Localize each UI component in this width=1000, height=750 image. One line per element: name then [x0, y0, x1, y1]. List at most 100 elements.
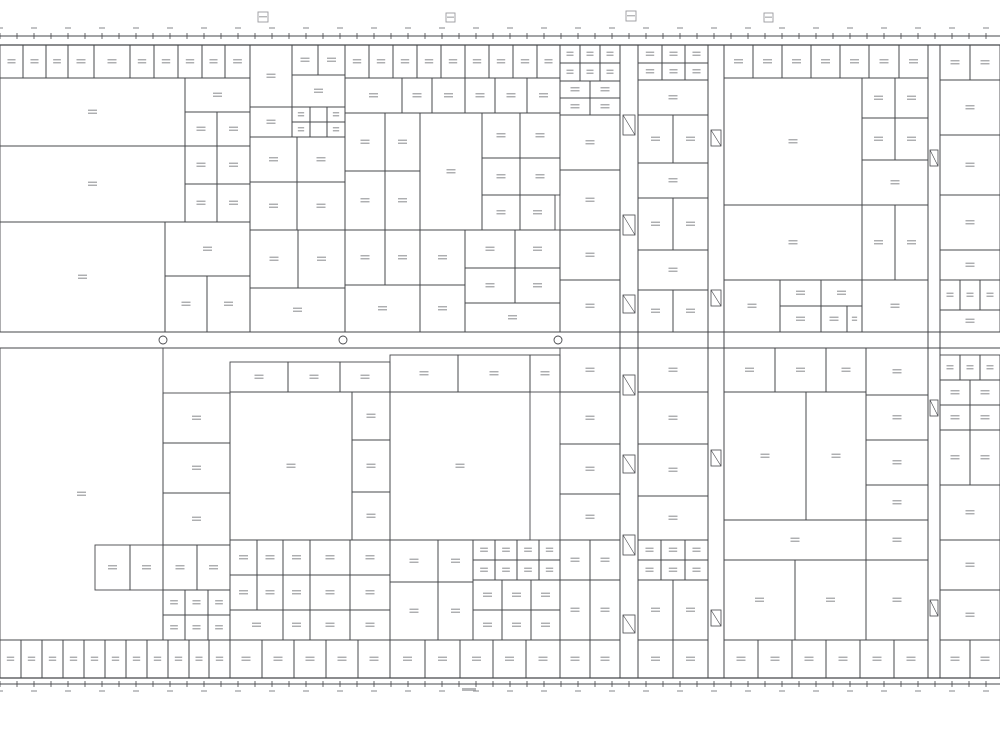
text-smudge [512, 622, 521, 624]
text-smudge [980, 418, 990, 420]
text-smudge [337, 659, 347, 661]
text-smudge [300, 60, 310, 62]
text-smudge [585, 252, 595, 254]
text-smudge [651, 308, 660, 310]
text-smudge [496, 62, 506, 64]
text-smudge [609, 27, 615, 29]
stair-diagonal [929, 399, 939, 417]
text-smudge [292, 593, 301, 595]
text-smudge [293, 310, 302, 312]
text-smudge [535, 177, 545, 179]
text-smudge [419, 374, 429, 376]
stair-landing [622, 114, 636, 136]
text-smudge [185, 62, 195, 64]
text-smudge [692, 51, 701, 53]
text-smudge [111, 659, 120, 661]
text-smudge [841, 370, 851, 372]
text-smudge [365, 622, 375, 624]
text-smudge [909, 62, 918, 64]
text-smudge [292, 555, 301, 557]
text-smudge [316, 160, 326, 162]
text-smudge [545, 570, 554, 572]
text-smudge [980, 60, 990, 62]
text-smudge [892, 503, 902, 505]
text-smudge [692, 570, 701, 572]
text-smudge [195, 656, 203, 658]
text-smudge [779, 690, 785, 692]
text-smudge [686, 659, 695, 661]
text-smudge [196, 200, 206, 202]
text-smudge [27, 656, 36, 658]
text-smudge [209, 62, 218, 64]
text-smudge [533, 210, 542, 212]
text-smudge [209, 565, 218, 567]
text-smudge [539, 93, 548, 95]
text-smudge [215, 625, 223, 627]
text-smudge [890, 180, 900, 182]
text-smudge [874, 136, 883, 138]
text-smudge [170, 600, 178, 602]
text-smudge [137, 62, 147, 64]
text-smudge [585, 143, 595, 145]
text-smudge [175, 565, 185, 567]
stair-landing [622, 534, 636, 556]
text-smudge [570, 107, 580, 109]
text-smudge [950, 458, 960, 460]
text-smudge [566, 54, 574, 56]
text-smudge [677, 27, 683, 29]
text-smudge [668, 178, 678, 180]
text-smudge [686, 139, 695, 141]
text-smudge [950, 60, 960, 62]
text-smudge [108, 565, 117, 567]
text-smudge [585, 303, 595, 305]
text-smudge [398, 201, 407, 203]
text-smudge [314, 88, 323, 90]
text-smudge [813, 690, 819, 692]
text-smudge [545, 547, 554, 549]
text-smudge [881, 690, 887, 692]
text-smudge [837, 293, 846, 295]
text-smudge [847, 690, 853, 692]
text-smudge [949, 690, 955, 692]
text-smudge [88, 184, 97, 186]
text-smudge [980, 455, 990, 457]
text-smudge [965, 565, 975, 567]
top-annotation-symbol [257, 11, 269, 23]
text-smudge [366, 516, 376, 518]
text-smudge [174, 656, 183, 658]
text-smudge [668, 270, 678, 272]
text-smudge [538, 659, 548, 661]
text-smudge [524, 547, 532, 549]
text-smudge [192, 519, 201, 521]
text-smudge [950, 659, 960, 661]
text-smudge [360, 139, 370, 141]
text-smudge [196, 165, 206, 167]
text-smudge [570, 104, 580, 106]
text-smudge [512, 595, 521, 597]
text-smudge [235, 690, 241, 692]
text-smudge [645, 550, 654, 552]
text-smudge [907, 136, 916, 138]
text-smudge [224, 304, 233, 306]
text-smudge [539, 96, 548, 98]
text-smudge [448, 59, 458, 61]
text-smudge [545, 550, 554, 552]
text-smudge [269, 256, 279, 258]
text-smudge [133, 27, 139, 29]
text-smudge [606, 54, 614, 56]
text-smudge [872, 656, 882, 658]
text-smudge [609, 690, 615, 692]
text-smudge [378, 306, 387, 308]
text-smudge [502, 567, 510, 569]
text-smudge [444, 93, 453, 95]
text-smudge [796, 293, 805, 295]
text-smudge [239, 555, 248, 557]
text-smudge [192, 516, 201, 518]
text-smudge [965, 108, 975, 110]
text-smudge [643, 27, 649, 29]
text-smudge [826, 600, 835, 602]
text-smudge [376, 59, 386, 61]
text-smudge [946, 292, 954, 294]
text-smudge [600, 104, 610, 106]
text-smudge [196, 162, 206, 164]
